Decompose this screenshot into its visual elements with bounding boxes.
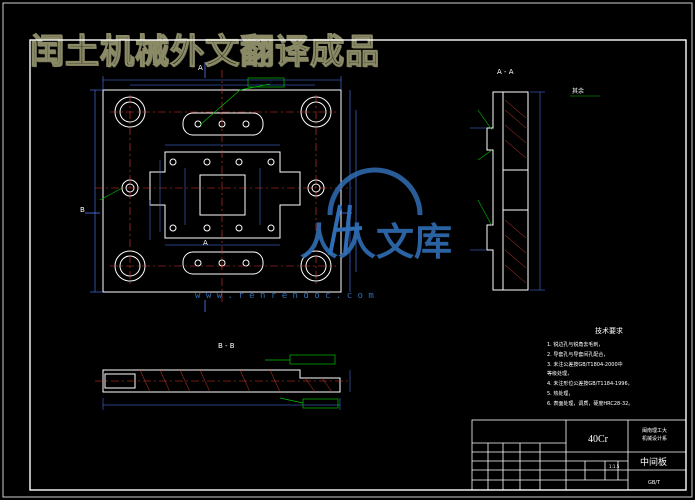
tech-req-heading: 技术要求 — [595, 326, 623, 335]
drawing-no-text: GB/T — [648, 480, 661, 486]
section-aa-title: A - A — [497, 68, 514, 76]
cavity-outline — [149, 151, 301, 239]
label-a-top: A — [198, 64, 203, 72]
title-block — [471, 419, 687, 491]
top-slot — [182, 112, 264, 136]
tech-req-item: 6. 表面处理，调质，硬度HRC28-32。 — [547, 400, 633, 407]
label-a-mid: A — [203, 239, 208, 247]
tech-req-item: 2. 导套孔与导套间孔配合， — [547, 351, 608, 358]
part-name-text: 中间板 — [640, 456, 667, 468]
section-bb-title: B - B — [218, 342, 235, 350]
section-aa-view — [470, 91, 600, 291]
tech-req-list: 1. 锐边孔与锐角去毛刺， 2. 导套孔与导套间孔配合， 3. 未注公差按GB/… — [547, 341, 633, 407]
tech-req-item: 等级处理， — [547, 370, 572, 377]
section-bb-view — [95, 354, 351, 410]
watermark-url: w w w . r e n r e n d o c . c o m — [195, 291, 374, 301]
bottom-slot — [182, 251, 264, 275]
watermark-banner: 闰土机械外文翻译成品 — [29, 31, 380, 72]
tech-req-item: 5. 热处理， — [547, 390, 573, 397]
main-plan-view — [85, 62, 357, 312]
material-text: 40Cr — [588, 434, 609, 445]
tech-req-item: 1. 锐边孔与锐角去毛刺， — [547, 341, 603, 348]
watermark-logo — [327, 167, 423, 256]
school-line-2: 机械设计系 — [642, 435, 667, 442]
tech-req-item: 4. 未注形位公差按GB/T1184-1996， — [547, 380, 633, 387]
tech-req-item: 3. 未注公差按GB/T1804-2000中 — [547, 361, 623, 368]
guide-holes — [114, 96, 332, 282]
inner-frame — [29, 39, 687, 491]
label-b-left: B — [80, 206, 85, 214]
school-line-1: 闽南理工大 — [642, 427, 667, 434]
roughness-note: 其余 — [572, 87, 584, 95]
scale-text: 1:1.5 — [609, 464, 620, 469]
watermark-mark: 人人文库 — [300, 220, 452, 264]
